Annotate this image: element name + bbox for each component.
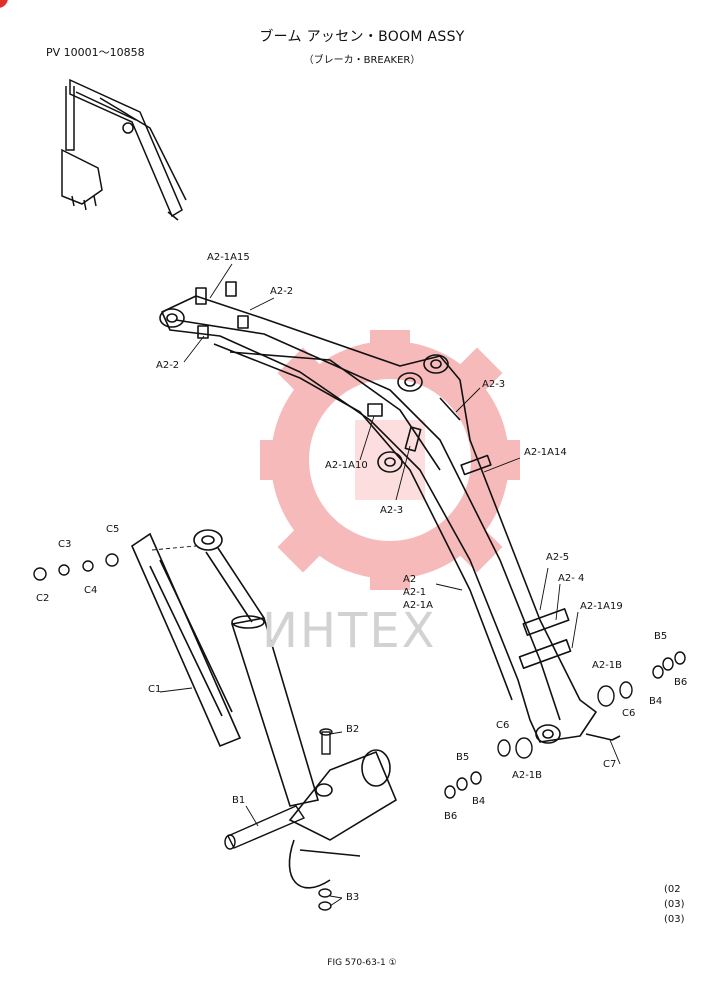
cylinder-guard — [130, 532, 242, 748]
boom-assembly — [159, 281, 621, 744]
pins-and-bushings — [33, 553, 686, 911]
callout-c7: C7 — [603, 759, 617, 770]
watermark-gear-logo — [260, 330, 520, 590]
callout-c3: C3 — [58, 539, 72, 550]
callout-a2: A2 — [403, 574, 417, 585]
revision-codes: (02 (03) (03) — [664, 882, 685, 927]
callout-a2-1b-right: A2-1B — [592, 660, 623, 671]
callout-b2: B2 — [346, 724, 360, 735]
callout-a2-1a19: A2-1A19 — [580, 601, 623, 612]
callout-b1: B1 — [232, 795, 246, 806]
callout-a2-5: A2-5 — [546, 552, 570, 563]
hydraulic-cylinder — [193, 529, 320, 807]
callout-a2-4: A2- 4 — [558, 573, 585, 584]
boom-foot-bracket — [288, 749, 398, 889]
callout-b6-mid: B6 — [444, 811, 458, 822]
callout-b5-mid: B5 — [456, 752, 470, 763]
callout-c6-mid: C6 — [496, 720, 510, 731]
callout-leader-lines — [151, 263, 621, 907]
revision-code: (03) — [664, 899, 685, 910]
callout-a2-1b-mid: A2-1B — [512, 770, 543, 781]
callout-b5-right: B5 — [654, 631, 668, 642]
revision-code: (02 — [664, 884, 681, 895]
callout-c4: C4 — [84, 585, 98, 596]
callout-a2-1a10: A2-1A10 — [325, 460, 368, 471]
callout-b4-right: B4 — [649, 696, 663, 707]
callout-c5: C5 — [106, 524, 120, 535]
callout-a2-1: A2-1 — [403, 587, 427, 598]
serial-range: PV 10001〜10858 — [46, 46, 145, 59]
machine-inset-sketch — [61, 78, 187, 221]
page-title: ブーム アッセン・BOOM ASSY — [259, 29, 465, 45]
watermark-text: ИНТЕХ — [262, 603, 437, 659]
callout-a2-2-top: A2-2 — [270, 286, 294, 297]
callout-c2: C2 — [36, 593, 50, 604]
revision-code: (03) — [664, 914, 685, 925]
figure-number: FIG 570-63-1 ① — [327, 958, 397, 968]
callout-c1: C1 — [148, 684, 162, 695]
callout-a2-3-lower: A2-3 — [380, 505, 404, 516]
callout-a2-1a: A2-1A — [403, 600, 434, 611]
corner-page-marker — [0, 0, 8, 8]
callout-c6-right: C6 — [622, 708, 636, 719]
callout-a2-2-left: A2-2 — [156, 360, 180, 371]
page-subtitle: （ブレーカ・BREAKER） — [303, 55, 421, 66]
callout-a2-1a14: A2-1A14 — [524, 447, 567, 458]
callout-a2-1a15: A2-1A15 — [207, 252, 250, 263]
callout-a2-3-upper: A2-3 — [482, 379, 506, 390]
callout-b3: B3 — [346, 892, 360, 903]
callout-b6-right: B6 — [674, 677, 688, 688]
callout-b4-mid: B4 — [472, 796, 486, 807]
